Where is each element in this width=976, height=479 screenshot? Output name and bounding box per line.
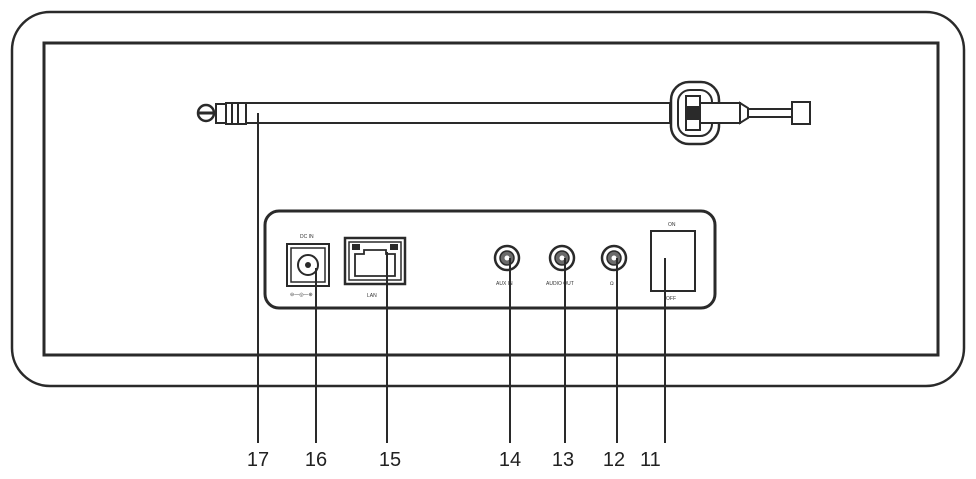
dc-jack-icon[interactable]: [286, 243, 330, 287]
audio-jack-icon[interactable]: [600, 244, 628, 272]
lan-label: LAN: [367, 293, 377, 299]
callout-headphone: 12: [603, 449, 625, 471]
callout-audio-out: 13: [552, 449, 574, 471]
callout-switch: 11: [640, 449, 661, 471]
callout-lan: 15: [379, 449, 401, 471]
ethernet-port-icon[interactable]: [343, 236, 407, 286]
dc-in-label: DC IN: [300, 234, 314, 240]
rear-panel-inner: [42, 41, 940, 357]
leader-lines: [257, 113, 666, 443]
audio-jack-icon[interactable]: [548, 244, 576, 272]
audio-jack-icon[interactable]: [493, 244, 521, 272]
dc-polarity-label: ⊖—◎—⊕: [290, 292, 313, 298]
telescopic-antenna-icon: [196, 80, 811, 146]
switch-off-label: OFF: [666, 296, 676, 302]
callout-dc-in: 16: [305, 449, 327, 471]
headphone-symbol-label: Ω: [610, 281, 614, 287]
cabinet-outer: [10, 10, 966, 388]
connector-panel: [263, 209, 717, 310]
rocker-switch-icon[interactable]: [650, 230, 696, 292]
audio-out-label: AUDIO OUT: [546, 281, 574, 287]
callout-aux-in: 14: [499, 449, 521, 471]
callout-antenna: 17: [247, 449, 269, 471]
switch-on-label: ON: [668, 222, 676, 228]
aux-in-label: AUX IN: [496, 281, 513, 287]
